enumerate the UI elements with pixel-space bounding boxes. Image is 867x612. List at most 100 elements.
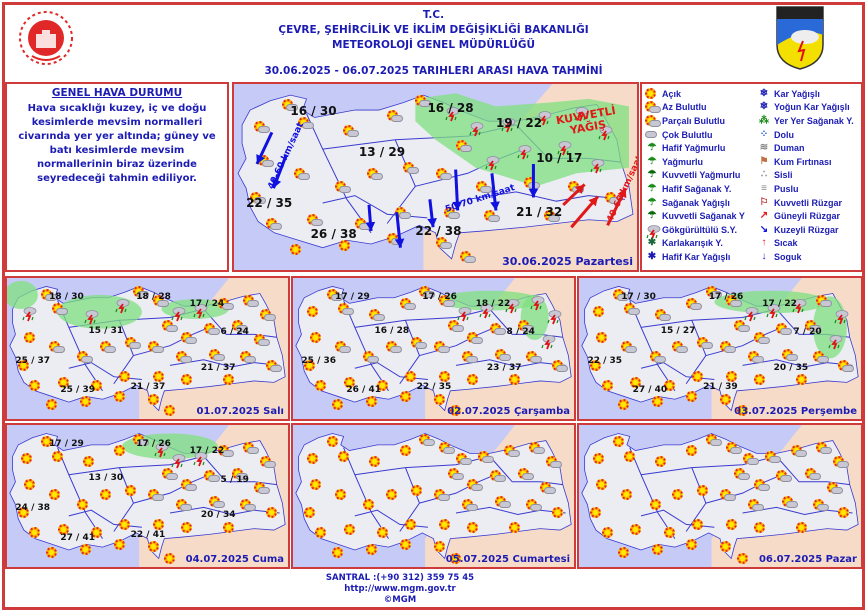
- partly-cloudy-icon: [447, 467, 464, 480]
- partly-cloudy-icon: [231, 320, 248, 333]
- partly-cloudy-icon: [366, 167, 383, 180]
- temperature-min-max: 25 / 36: [301, 355, 337, 366]
- sun-icon: [697, 484, 709, 497]
- partly-cloudy-icon: [240, 498, 257, 511]
- partly-cloudy-icon: [435, 236, 452, 249]
- sun-icon: [621, 488, 633, 501]
- sun-icon: [720, 393, 732, 406]
- partly-cloudy-icon: [649, 351, 666, 364]
- sun-icon: [652, 396, 664, 408]
- sun-icon: [590, 507, 602, 519]
- partly-cloudy-icon: [243, 294, 260, 307]
- partly-cloudy-icon: [175, 351, 192, 364]
- legend-label: Yağmurlu: [662, 156, 704, 167]
- legend-label: Hafif Yağmurlu: [662, 143, 726, 154]
- rain-area: [415, 93, 629, 187]
- heavy-snow-icon: ❄: [759, 101, 769, 113]
- sun-icon: [29, 379, 41, 392]
- partly-cloudy-icon: [203, 323, 220, 336]
- sun-icon: [686, 444, 698, 457]
- temperature-min-max: 13 / 29: [358, 145, 406, 160]
- sleet-icon: ✱: [647, 237, 657, 249]
- thunderstorm-icon: [500, 117, 516, 133]
- cold-icon: ↓: [761, 250, 767, 262]
- temperature-min-max: 25 / 37: [15, 355, 51, 366]
- sun-icon: [433, 393, 446, 406]
- partly-cloudy-icon: [604, 191, 621, 204]
- partly-cloudy-icon: [753, 478, 770, 491]
- sun-icon: [181, 521, 193, 534]
- general-weather-summary: GENEL HAVA DURUMU Hava sıcaklığı kuzey, …: [5, 82, 229, 272]
- header-directorate: METEOROLOJİ GENEL MÜDÜRLÜĞÜ: [332, 39, 535, 51]
- temperature-min-max: 16 / 28: [427, 100, 474, 115]
- legend-item: ↑Sıcak: [757, 237, 861, 251]
- partly-cloudy-icon: [725, 442, 742, 455]
- legend-item: ≡Puslu: [757, 182, 861, 196]
- thunderstorm-icon: [170, 453, 186, 469]
- temperature-min-max: 17 / 22: [189, 446, 225, 457]
- legend-item: ☂Yağmurlu: [645, 155, 757, 169]
- partly-cloudy-icon: [734, 467, 751, 480]
- temperature-min-max: 21 / 37: [130, 382, 166, 393]
- footer-url[interactable]: http://www.mgm.gov.tr: [344, 584, 456, 594]
- legend-label: Çok Bulutlu: [662, 129, 713, 140]
- partly-cloudy-icon: [461, 351, 478, 364]
- partly-cloudy-icon: [748, 498, 765, 511]
- south-wind-arrow-icon: [563, 184, 584, 204]
- footer-phone: SANTRAL :(+90 312) 359 75 45: [325, 573, 475, 583]
- partly-cloudy-icon: [399, 297, 416, 310]
- thunderstorm-icon: [83, 309, 99, 325]
- sun-icon: [40, 436, 53, 448]
- sun-icon: [147, 541, 160, 553]
- temperature-min-max: 10 / 17: [536, 150, 583, 165]
- partly-cloudy-icon: [387, 110, 404, 123]
- sun-icon: [551, 507, 564, 519]
- temperature-min-max: 21 / 32: [516, 204, 563, 219]
- region-border: [344, 448, 389, 539]
- region-border: [204, 309, 277, 337]
- sun-icon: [720, 541, 732, 553]
- temperature-min-max: 22 / 41: [130, 530, 166, 541]
- light-shower-icon: ☂: [647, 182, 657, 194]
- south-wind-arrow-icon: [571, 197, 598, 228]
- sun-icon: [736, 552, 749, 565]
- partly-cloudy-icon: [705, 286, 722, 299]
- legend-item: ↓Soguk: [757, 250, 861, 264]
- temperature-min-max: 17 / 24: [189, 299, 225, 310]
- sun-icon: [725, 371, 738, 383]
- partly-cloudy-icon: [540, 481, 557, 494]
- partly-cloudy-icon: [243, 442, 260, 455]
- thunderstorm-icon: [827, 334, 843, 350]
- partly-cloudy-icon: [433, 341, 450, 354]
- partly-cloudy-icon: [776, 323, 793, 336]
- thunderstorm-icon: [833, 309, 849, 325]
- sun-icon: [309, 478, 322, 491]
- sun-icon: [307, 453, 319, 465]
- partly-cloudy-icon: [489, 470, 506, 483]
- legend-item: ↗Güneyli Rüzgar: [757, 209, 861, 223]
- legend-label: Az Bulutlu: [662, 102, 707, 113]
- partly-cloudy-icon: [782, 348, 799, 361]
- legend-label: Karlakarışık Y.: [662, 238, 723, 249]
- cloudy-icon: [645, 129, 659, 141]
- region-border: [630, 448, 675, 539]
- heavy-rain-icon: ☂: [647, 169, 657, 181]
- region-border: [170, 360, 280, 367]
- partly-cloudy-icon: [720, 488, 736, 501]
- partly-cloudy-icon: [813, 351, 830, 364]
- temperature-min-max: 22 / 35: [587, 355, 623, 366]
- legend-item: ⚐Kuvvetli Rüzgar: [757, 196, 861, 210]
- temperature-min-max: 5 / 19: [220, 474, 249, 485]
- legend-item: ⁘Dolu: [757, 128, 861, 142]
- sun-icon: [509, 373, 521, 386]
- partly-cloudy-icon: [725, 294, 742, 307]
- region-border: [204, 456, 277, 484]
- south-wind-arrow-icon: [608, 188, 627, 225]
- partly-cloudy-icon: [489, 323, 506, 336]
- sun-icon: [618, 547, 630, 559]
- legend-item: Parçalı Bulutlu: [645, 114, 757, 128]
- region-border: [456, 507, 566, 514]
- temperature-min-max: 8 / 24: [506, 327, 535, 338]
- north-wind-arrow-icon: [272, 155, 286, 188]
